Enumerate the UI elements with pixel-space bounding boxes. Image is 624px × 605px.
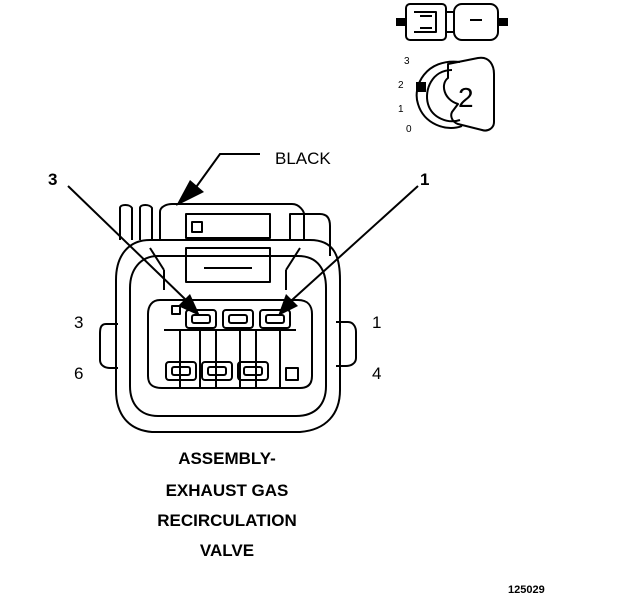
color-callout-arrow-icon [176, 180, 204, 206]
pin-row-bottom [165, 361, 299, 381]
callout-pin-1: 1 [420, 170, 430, 189]
key-position-2: 2 [398, 80, 404, 91]
title-line-1: ASSEMBLY- [178, 449, 276, 468]
key-position-icon [415, 56, 495, 132]
title-line-3: RECIRCULATION [157, 511, 297, 530]
callout-leaders [67, 153, 419, 316]
pin-label-top-right: 1 [372, 313, 382, 332]
key-position-0: 0 [406, 124, 412, 135]
title-line-2: EXHAUST GAS [165, 481, 289, 500]
wire-color-label: BLACK [275, 149, 331, 168]
pin-1-arrow-icon [278, 294, 298, 316]
pin-label-bottom-left: 6 [74, 364, 84, 383]
key-position-1: 1 [398, 104, 404, 115]
pin-label-bottom-right: 4 [372, 364, 382, 383]
callout-pin-3: 3 [48, 170, 58, 189]
pin-3-terminal [185, 309, 217, 329]
pin-3-arrow-icon [178, 294, 200, 316]
pin-5-terminal [201, 361, 233, 381]
pin-1-terminal [259, 309, 291, 329]
key-number: 2 [458, 82, 474, 113]
pin-row-top [185, 309, 291, 329]
pin-4-terminal [237, 361, 269, 381]
pin-2-terminal [222, 309, 254, 329]
title-line-4: VALVE [199, 541, 255, 560]
connector-side-view-icon [396, 3, 508, 41]
pin-6-terminal [165, 361, 197, 381]
figure-number: 125029 [508, 584, 545, 596]
pin-label-top-left: 3 [74, 313, 84, 332]
key-position-3: 3 [404, 56, 410, 67]
